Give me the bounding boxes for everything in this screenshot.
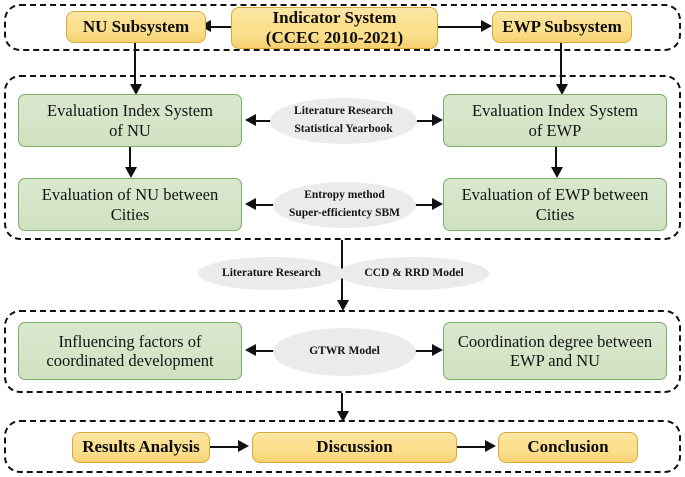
node-conclusion[interactable]: Conclusion xyxy=(498,432,638,463)
method-label-ccd-rrd: CCD & RRD Model xyxy=(339,257,489,290)
connector-ewp-down xyxy=(560,43,563,88)
arrowhead-gtwr-to-influencing-factors xyxy=(245,344,256,356)
method-literature-research-2-label: Literature Research xyxy=(222,266,321,279)
arrowhead-eis-ewp-to-eval-ewp xyxy=(550,167,563,178)
arrowhead-evaluation-to-analysis xyxy=(336,300,349,311)
node-influencing-factors-line2: coordinated development xyxy=(46,351,214,370)
arrowhead-gtwr-to-coordination-degree xyxy=(432,344,443,356)
node-eis-ewp-line2: of EWP xyxy=(528,120,582,140)
connector-indicator-to-ewp xyxy=(438,26,486,29)
node-conclusion-label: Conclusion xyxy=(527,437,609,457)
node-eis-ewp-line1: Evaluation Index System xyxy=(472,101,638,121)
method-literature-research-line1: Literature Research xyxy=(294,105,393,118)
connector-eis-nu-to-eval-nu xyxy=(129,147,132,171)
connector-discussion-to-conclusion xyxy=(457,446,489,449)
arrowhead-entropy-to-eval-nu xyxy=(245,198,256,210)
method-entropy-line1: Entropy method xyxy=(304,189,385,202)
arrowhead-entropy-to-eval-ewp xyxy=(432,198,443,210)
node-influencing-factors-line1: Influencing factors of xyxy=(58,331,202,351)
arrowhead-analysis-to-output xyxy=(336,411,349,422)
connector-literature-to-eis-nu xyxy=(251,120,281,123)
method-label-gtwr: GTWR Model xyxy=(273,328,416,376)
connector-analysis-to-output xyxy=(341,393,344,416)
node-indicator-system[interactable]: Indicator System (CCEC 2010-2021) xyxy=(231,7,438,49)
arrowhead-literature-to-eis-nu xyxy=(245,114,256,126)
node-evaluation-nu-between-cities[interactable]: Evaluation of NU between Cities xyxy=(18,178,242,231)
connector-gtwr-to-coordination-degree xyxy=(406,350,436,353)
node-indicator-system-label-line2: (CCEC 2010-2021) xyxy=(265,28,404,47)
node-ewp-subsystem-label: EWP Subsystem xyxy=(502,16,622,36)
node-evaluation-index-system-nu[interactable]: Evaluation Index System of NU xyxy=(18,94,242,147)
connector-entropy-to-eval-ewp xyxy=(407,204,435,207)
node-influencing-factors[interactable]: Influencing factors of coordinated devel… xyxy=(18,322,242,380)
node-coordination-degree-line2: EWP and NU xyxy=(509,351,601,370)
arrowhead-nu-down xyxy=(129,84,142,95)
node-eval-ewp-line2: Cities xyxy=(535,204,575,224)
node-indicator-system-label-line1: Indicator System xyxy=(272,7,397,27)
arrowhead-indicator-to-ewp xyxy=(481,20,492,32)
connector-eis-ewp-to-eval-ewp xyxy=(555,147,558,171)
method-gtwr-label: GTWR Model xyxy=(309,345,380,358)
method-ccd-rrd-label: CCD & RRD Model xyxy=(364,266,464,279)
node-nu-subsystem[interactable]: NU Subsystem xyxy=(66,11,206,43)
node-eis-nu-line1: Evaluation Index System xyxy=(47,101,213,121)
node-results-analysis-label: Results Analysis xyxy=(82,437,200,457)
connector-results-to-discussion xyxy=(210,446,242,449)
arrowhead-literature-to-eis-ewp xyxy=(432,114,443,126)
connector-nu-down xyxy=(134,43,137,88)
connector-gtwr-to-influencing-factors xyxy=(251,350,281,353)
node-discussion-label: Discussion xyxy=(316,437,393,457)
group-indicator-system xyxy=(4,4,681,51)
method-sbm-line2: Super-efficientcy SBM xyxy=(288,207,401,219)
node-evaluation-ewp-between-cities[interactable]: Evaluation of EWP between Cities xyxy=(443,178,667,231)
arrowhead-eis-nu-to-eval-nu xyxy=(124,167,137,178)
connector-entropy-to-eval-nu xyxy=(251,204,279,207)
method-label-entropy-sbm: Entropy method Super-efficientcy SBM xyxy=(273,182,416,228)
node-eis-nu-line2: of NU xyxy=(109,120,151,140)
group-evaluation xyxy=(4,75,681,240)
node-coordination-degree[interactable]: Coordination degree between EWP and NU xyxy=(443,322,667,380)
connector-literature-to-eis-ewp xyxy=(406,120,436,123)
method-label-literature-research-2: Literature Research xyxy=(198,257,345,290)
arrowhead-ewp-down xyxy=(555,84,568,95)
group-analysis xyxy=(4,310,681,393)
node-coordination-degree-line1: Coordination degree between xyxy=(457,331,653,351)
node-evaluation-index-system-ewp[interactable]: Evaluation Index System of EWP xyxy=(443,94,667,147)
node-ewp-subsystem[interactable]: EWP Subsystem xyxy=(492,11,632,43)
node-eval-nu-line2: Cities xyxy=(110,204,150,224)
arrowhead-discussion-to-conclusion xyxy=(485,440,496,452)
arrowhead-results-to-discussion xyxy=(238,440,249,452)
node-eval-ewp-line1: Evaluation of EWP between xyxy=(461,185,649,205)
connector-indicator-to-nu xyxy=(206,26,231,29)
node-eval-nu-line1: Evaluation of NU between xyxy=(41,185,219,205)
method-statistical-yearbook-line2: Statistical Yearbook xyxy=(294,123,393,135)
node-nu-subsystem-label: NU Subsystem xyxy=(82,16,190,36)
node-discussion[interactable]: Discussion xyxy=(252,432,457,463)
node-results-analysis[interactable]: Results Analysis xyxy=(72,432,210,463)
method-label-literature-yearbook: Literature Research Statistical Yearbook xyxy=(270,98,417,144)
